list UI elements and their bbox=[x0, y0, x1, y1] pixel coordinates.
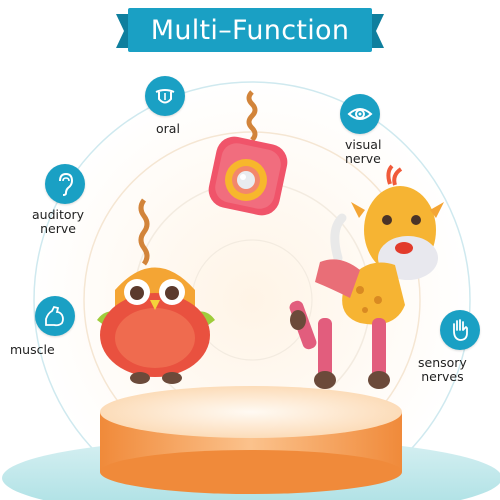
feature-muscle bbox=[0, 296, 110, 336]
pedestal bbox=[100, 386, 402, 494]
feature-oral bbox=[110, 76, 220, 116]
owl-toy bbox=[97, 198, 215, 384]
feature-muscle-label: muscle bbox=[10, 342, 55, 357]
title-banner bbox=[116, 8, 384, 52]
feature-sensory-label: sensory nerves bbox=[418, 355, 467, 384]
feature-sensory bbox=[405, 310, 500, 350]
banner-title: Multi–Function bbox=[150, 15, 350, 46]
hand-icon bbox=[440, 310, 480, 350]
feature-auditory-label: auditory nerve bbox=[32, 207, 85, 236]
feature-visual bbox=[305, 94, 415, 134]
giraffe-toy bbox=[289, 164, 444, 389]
tongue-icon bbox=[145, 76, 185, 116]
flexed-arm-icon bbox=[35, 296, 75, 336]
ring-outer bbox=[33, 81, 471, 500]
feature-visual-label: visual nerve bbox=[345, 137, 382, 166]
ear-icon bbox=[45, 164, 85, 204]
feature-auditory bbox=[10, 164, 120, 204]
eye-icon bbox=[340, 94, 380, 134]
feature-oral-label: oral bbox=[156, 121, 180, 136]
teether-toy bbox=[208, 90, 288, 216]
